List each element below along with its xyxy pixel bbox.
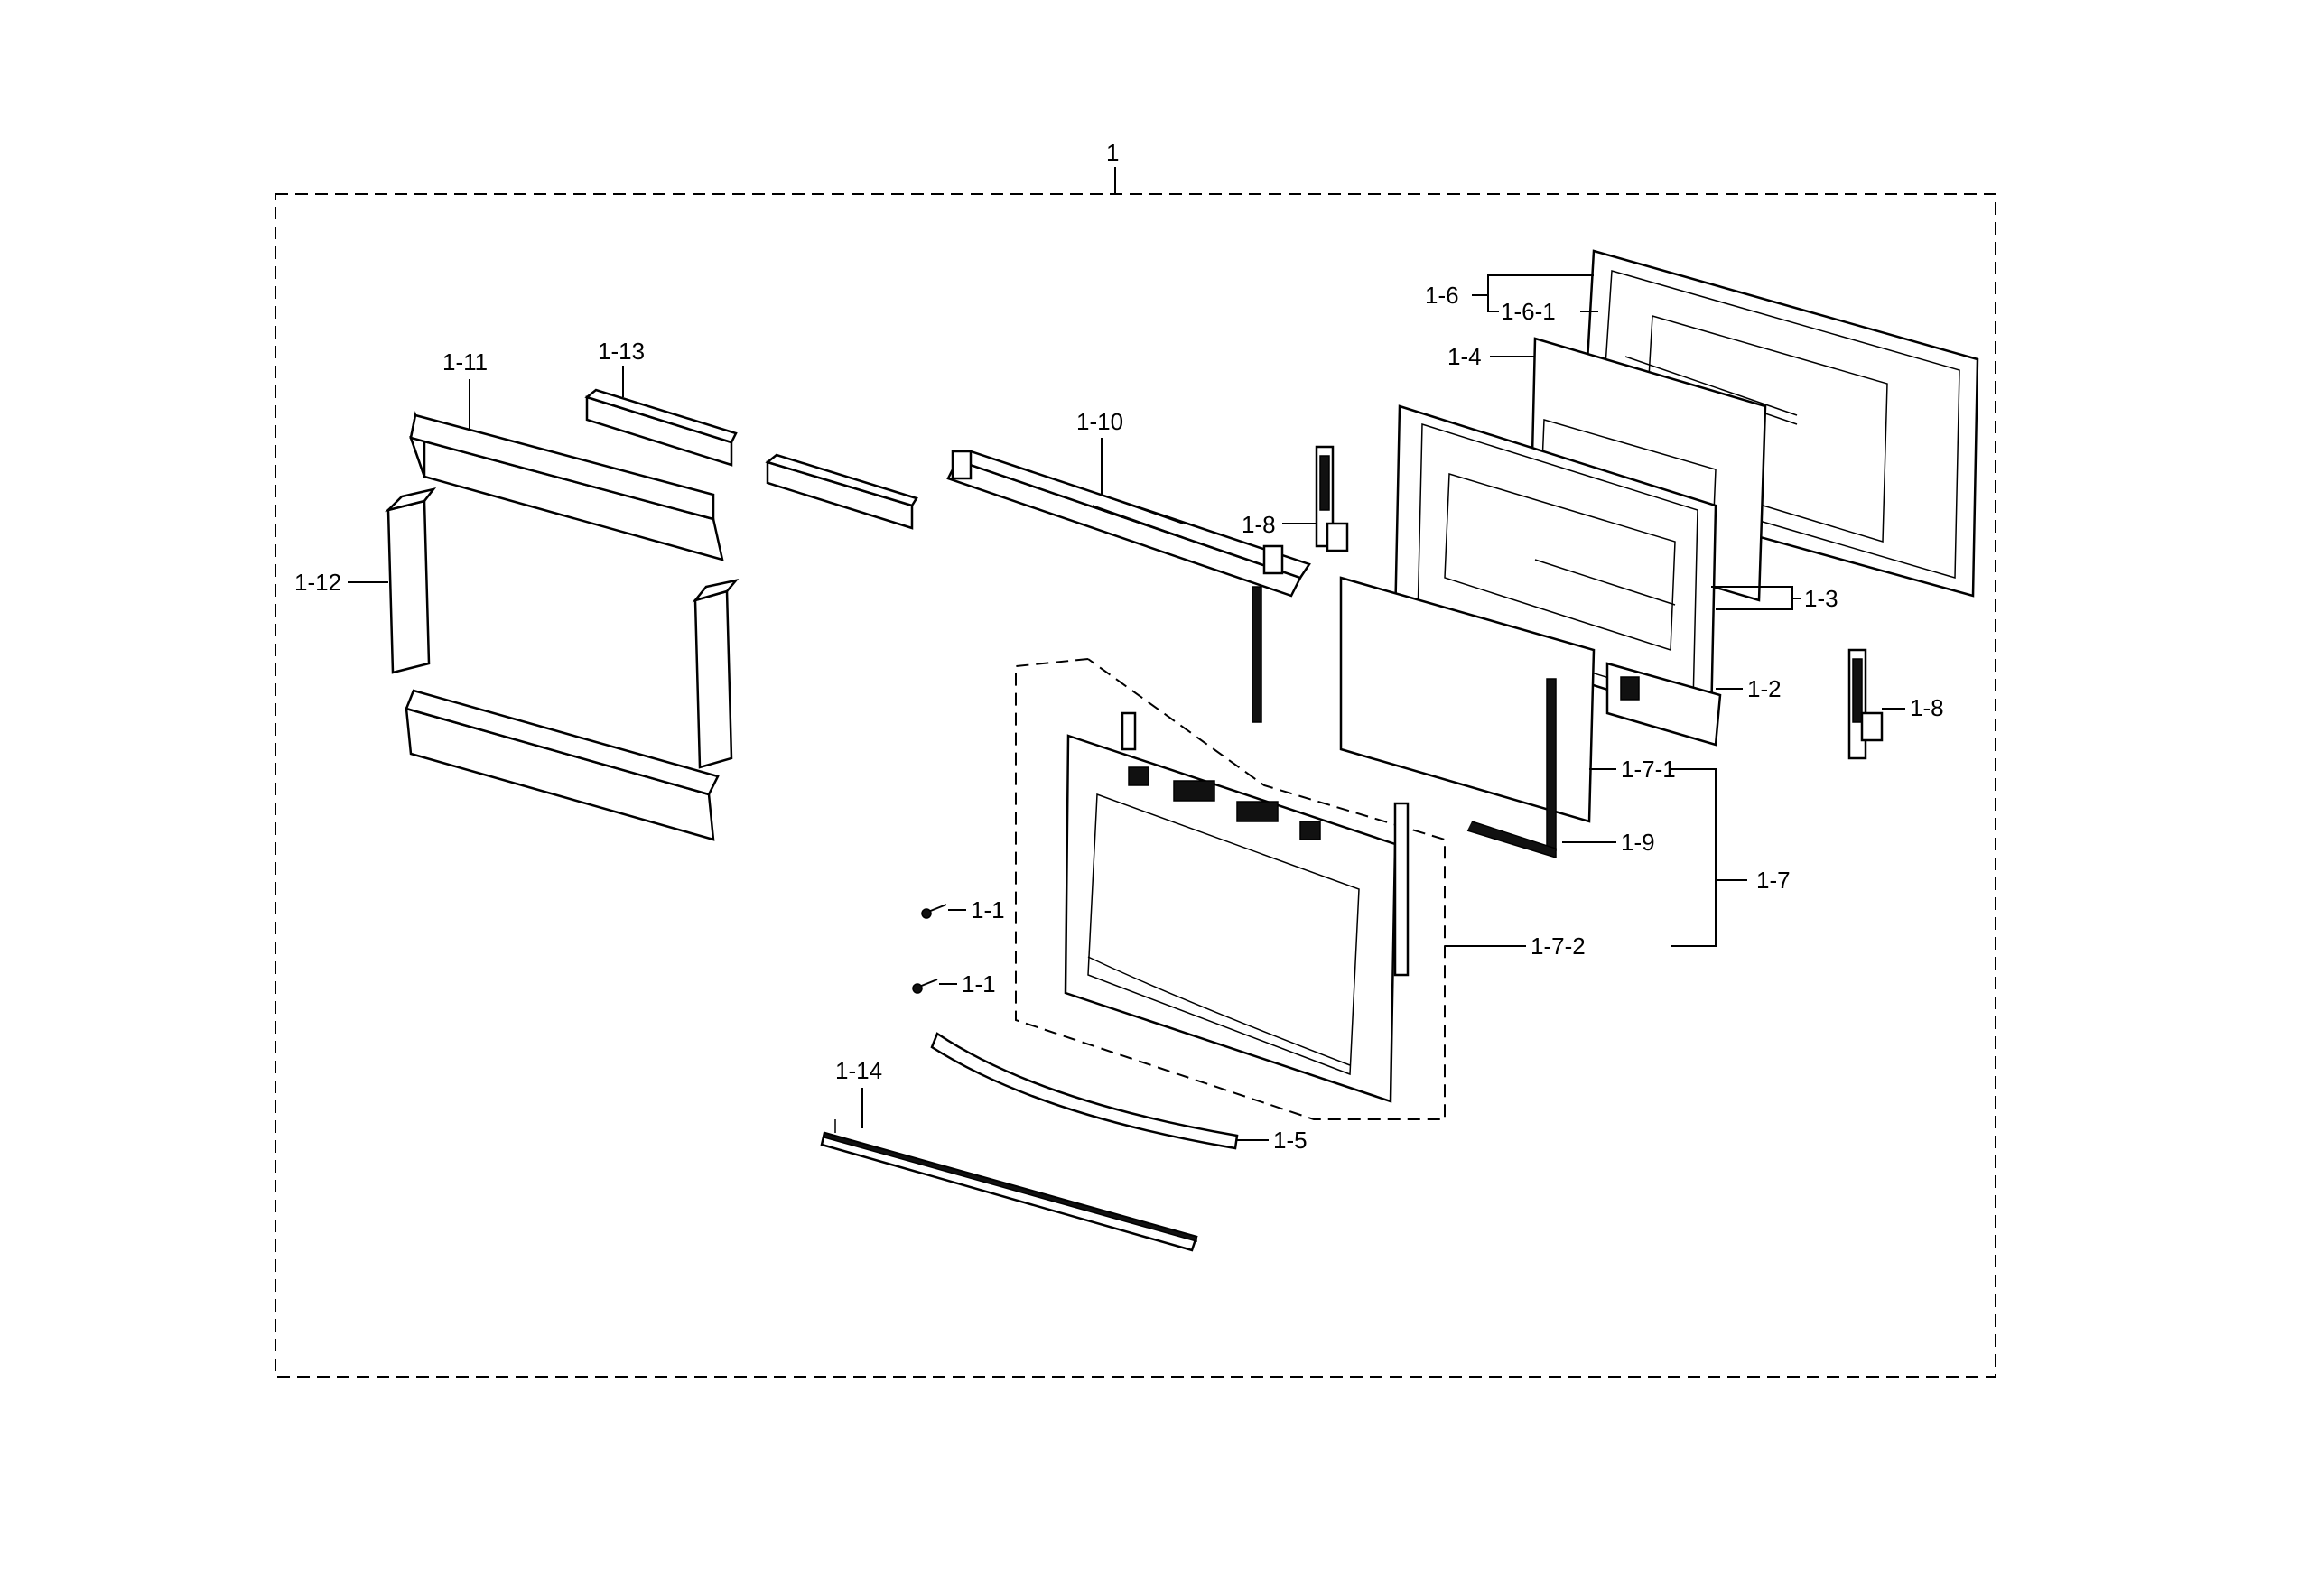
label-1-14: 1-14 bbox=[835, 1057, 882, 1084]
part-1-8-hinge-right bbox=[1847, 648, 1884, 760]
assembly-boundary bbox=[275, 193, 1996, 1378]
part-1-1-screw-lower bbox=[912, 979, 938, 994]
part-1-13-insulation-small bbox=[584, 388, 738, 467]
label-1-9: 1-9 bbox=[1621, 829, 1655, 856]
label-1-13: 1-13 bbox=[598, 338, 645, 365]
part-1-8-hinge-left bbox=[1315, 445, 1349, 552]
label-1-6-1: 1-6-1 bbox=[1501, 298, 1556, 325]
part-1-12-insulation-left bbox=[384, 487, 437, 674]
label-1-7-2: 1-7-2 bbox=[1531, 933, 1586, 960]
label-1-12: 1-12 bbox=[294, 569, 341, 596]
part-1-11-insulation-bottom bbox=[405, 689, 720, 841]
part-1-9-side-trim bbox=[1252, 586, 1557, 859]
part-1-5-door-handle bbox=[930, 1032, 1239, 1150]
bracket-1-7 bbox=[1671, 768, 1717, 947]
part-1-11-insulation-top bbox=[409, 411, 724, 561]
label-1-11: 1-11 bbox=[442, 348, 488, 376]
label-1: 1 bbox=[1106, 139, 1119, 166]
part-1-13-insulation-small-second bbox=[765, 453, 918, 530]
part-1-7-2-outer-door bbox=[1064, 711, 1410, 1103]
label-1-2: 1-2 bbox=[1747, 675, 1782, 702]
label-1-10: 1-10 bbox=[1076, 408, 1123, 435]
label-1-8-right: 1-8 bbox=[1910, 694, 1944, 721]
part-1-12-insulation-right bbox=[692, 579, 740, 769]
label-1-1-upper: 1-1 bbox=[971, 896, 1005, 923]
label-1-1-lower: 1-1 bbox=[962, 970, 996, 998]
label-1-8-left: 1-8 bbox=[1242, 511, 1276, 538]
label-1-7: 1-7 bbox=[1756, 867, 1791, 894]
label-1-5: 1-5 bbox=[1273, 1127, 1308, 1154]
bracket-1-6 bbox=[1487, 274, 1594, 312]
label-1-4: 1-4 bbox=[1447, 343, 1482, 370]
part-1-10-door-bracket bbox=[946, 450, 1311, 598]
label-1-7-1: 1-7-1 bbox=[1621, 756, 1676, 783]
part-1-1-screw-upper bbox=[921, 904, 947, 919]
part-1-2-inner-assembly bbox=[1605, 662, 1722, 747]
part-1-7-1-outer-glass bbox=[1339, 576, 1596, 823]
subassembly-1-7-2-boundary bbox=[1015, 658, 1446, 1120]
label-1-3: 1-3 bbox=[1804, 585, 1838, 612]
label-1-6: 1-6 bbox=[1425, 282, 1459, 309]
part-1-14-bottom-trim bbox=[820, 1119, 1198, 1252]
